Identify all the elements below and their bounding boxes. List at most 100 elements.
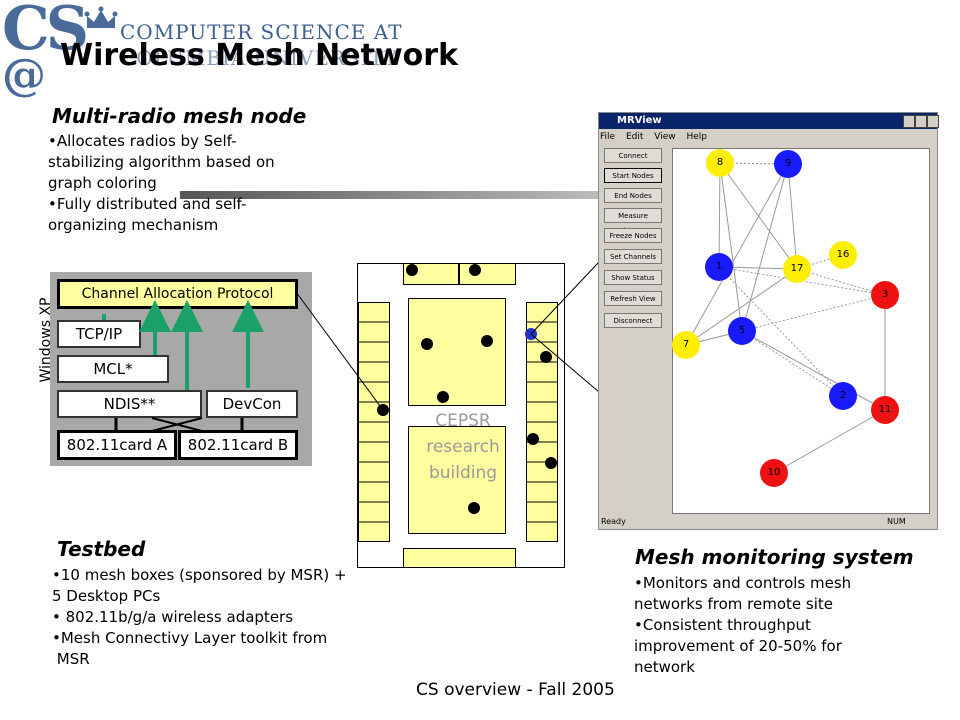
building-label-line: CEPSR: [435, 411, 491, 431]
mesh-node-dot: [527, 433, 539, 445]
menu-edit[interactable]: Edit: [625, 132, 644, 142]
status-num: NUM: [887, 517, 906, 526]
freeze-nodes-button[interactable]: Freeze Nodes: [604, 228, 662, 243]
minimize-icon[interactable]: [903, 115, 915, 128]
stack-arrows: [102, 300, 264, 432]
graph-node-7: 7: [672, 331, 700, 359]
logo-text-line2: COLUMBIA UNIVERSITY: [120, 46, 399, 70]
graph-node-label: 11: [878, 404, 892, 415]
mesh-node-dot: [481, 335, 493, 347]
logo-at: @: [2, 50, 46, 101]
graph-node-label: 2: [839, 390, 847, 401]
mrview-statusbar: Ready NUM: [599, 516, 937, 528]
bullet-line: • 802.11b/g/a wireless adapters: [52, 608, 294, 626]
mesh-node-dot: [469, 264, 481, 276]
bullet-line: graph coloring: [48, 174, 157, 192]
mesh-node-dot: [468, 502, 480, 514]
logo-text-line1: COMPUTER SCIENCE AT: [120, 20, 403, 44]
building-room: [408, 426, 506, 534]
graph-node-8: 8: [706, 149, 734, 177]
logo-cs: CS: [2, 0, 89, 64]
bullet-line: networks from remote site: [634, 595, 833, 613]
graph-node-11: 11: [871, 396, 899, 424]
graph-node-label: 10: [767, 467, 781, 478]
window-title: MRView: [617, 115, 662, 126]
bullet-line: •Consistent throughput: [634, 616, 811, 634]
bullet-line: organizing mechanism: [48, 216, 219, 234]
maximize-icon[interactable]: [915, 115, 927, 128]
bullet-line: stabilizing algorithm based on: [48, 153, 275, 171]
graph-node-label: 8: [716, 157, 724, 168]
bullet-line: 5 Desktop PCs: [52, 587, 161, 605]
graph-node-label: 16: [836, 249, 850, 260]
graph-node-label: 5: [738, 325, 746, 336]
bullet-line: •Allocates radios by Self-: [48, 132, 237, 150]
building-room: [403, 548, 516, 568]
graph-node-label: 7: [682, 339, 690, 350]
graph-node-10: 10: [760, 459, 788, 487]
mesh-node-dot: [540, 351, 552, 363]
mesh-graph-canvas: [672, 148, 930, 514]
building-label-line: building: [428, 463, 498, 483]
graph-node-3: 3: [871, 281, 899, 309]
card-b-box: 802.11card B: [178, 430, 298, 460]
devcon-box: DevCon: [206, 390, 298, 418]
mesh-node-dot: [545, 457, 557, 469]
building-room: [408, 298, 506, 406]
mcl-box: MCL*: [57, 355, 169, 383]
slide-title: Wireless Mesh Network: [60, 38, 459, 73]
building-right-rooms: [526, 302, 558, 542]
building-label-line: research: [426, 437, 500, 457]
menu-file[interactable]: File: [600, 132, 616, 142]
graph-node-9: 9: [774, 150, 802, 178]
bullet-line: •Mesh Connectivy Layer toolkit from: [52, 629, 328, 647]
monitor-heading: Mesh monitoring system: [635, 545, 914, 569]
refresh-view-button[interactable]: Refresh View: [604, 291, 662, 306]
disconnect-button[interactable]: Disconnect: [604, 313, 662, 328]
graph-node-label: 17: [790, 263, 804, 274]
building-left-rooms: [358, 302, 390, 542]
graph-node-label: 9: [784, 158, 792, 169]
graph-node-2: 2: [829, 382, 857, 410]
mesh-node-dot: [421, 338, 433, 350]
mrview-titlebar: MRView: [599, 113, 937, 129]
bullet-line: improvement of 20-50% for: [634, 637, 842, 655]
node-section-heading: Multi-radio mesh node: [52, 104, 307, 128]
graph-node-label: 1: [715, 261, 723, 272]
crown-icon: [84, 6, 118, 36]
graph-node-1: 1: [705, 253, 733, 281]
card-a-box: 802.11card A: [57, 430, 177, 460]
building-label: CEPSR research building: [408, 408, 518, 486]
bullet-line: •Monitors and controls mesh: [634, 574, 852, 592]
menu-help[interactable]: Help: [686, 132, 708, 142]
slide-footer: CS overview - Fall 2005: [416, 680, 615, 700]
tcpip-box: TCP/IP: [57, 320, 141, 348]
menu-view[interactable]: View: [654, 132, 676, 142]
bullet-line: MSR: [52, 650, 90, 668]
decorative-bar: [180, 191, 598, 199]
bullet-line: •Fully distributed and self-: [48, 195, 247, 213]
status-ready: Ready: [601, 517, 626, 526]
show-status-button[interactable]: Show Status: [604, 270, 662, 285]
testbed-heading: Testbed: [57, 537, 146, 561]
start-nodes-button[interactable]: Start Nodes: [604, 168, 662, 183]
node-section-bullets: •Allocates radios by Self- stabilizing a…: [48, 131, 348, 236]
close-icon[interactable]: [927, 115, 939, 128]
ndis-box: NDIS**: [57, 390, 202, 418]
graph-node-16: 16: [829, 241, 857, 269]
mrview-menubar: File Edit View Help: [600, 130, 715, 144]
mesh-node-dot: [437, 391, 449, 403]
mesh-node-dot: [406, 264, 418, 276]
graph-node-label: 3: [881, 289, 889, 300]
testbed-bullets: •10 mesh boxes (sponsored by MSR) + 5 De…: [52, 565, 392, 670]
end-nodes-button[interactable]: End Nodes: [604, 188, 662, 203]
measure-thruput-button[interactable]: Measure Thruput: [604, 208, 662, 235]
bullet-line: network: [634, 658, 695, 676]
mesh-graph-nodes: 8 9 1 17 16 3 7 5 2 11 10: [672, 148, 930, 514]
set-channels-button[interactable]: Set Channels: [604, 249, 662, 264]
graph-node-17: 17: [783, 255, 811, 283]
bullet-line: •10 mesh boxes (sponsored by MSR) +: [52, 566, 347, 584]
mesh-graph: [685, 162, 886, 474]
connect-button[interactable]: Connect: [604, 148, 662, 163]
